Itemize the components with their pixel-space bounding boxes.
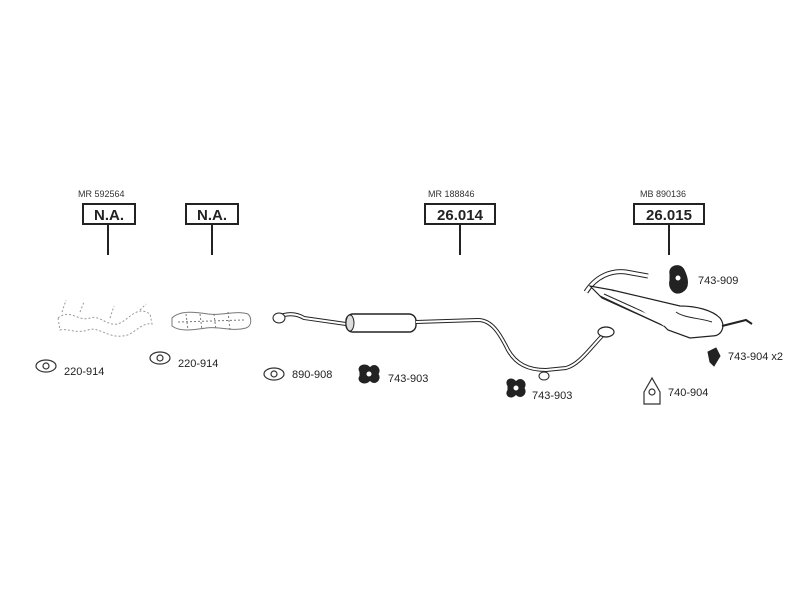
- leader-line-4: [668, 225, 670, 255]
- part-number-label-6: 743-909: [698, 275, 739, 287]
- part-number-label-8: 740-904: [668, 387, 709, 399]
- assembly-code-box-4[interactable]: 26.015: [633, 203, 705, 225]
- part-number-label-2: 220-914: [178, 358, 219, 370]
- part-number-label-7: 743-904 x2: [728, 351, 784, 363]
- front-manifold-pipe[interactable]: [57, 299, 153, 337]
- part-number-label-3: 890-908: [292, 369, 333, 381]
- leader-line-2: [211, 225, 213, 255]
- assembly-ref-3: MR 188846: [428, 189, 475, 199]
- gasket-icon[interactable]: [35, 351, 285, 381]
- bracket-icon[interactable]: [643, 376, 661, 405]
- assembly-code-box-2[interactable]: N.A.: [185, 203, 239, 225]
- leader-line-3: [459, 225, 461, 255]
- assembly-code-box-1[interactable]: N.A.: [82, 203, 136, 225]
- leader-line-1: [107, 225, 109, 255]
- part-number-label-4: 743-903: [388, 373, 429, 385]
- assembly-ref-1: MR 592564: [78, 189, 125, 199]
- intermediate-pipe-silencer[interactable]: [272, 312, 615, 381]
- rear-silencer[interactable]: [583, 269, 753, 339]
- assembly-ref-4: MB 890136: [640, 189, 687, 199]
- part-number-label-1: 220-914: [64, 366, 105, 378]
- part-number-label-5: 743-903: [532, 390, 573, 402]
- rubber-mount-icon[interactable]: [358, 265, 721, 398]
- catalytic-section[interactable]: [171, 311, 252, 331]
- assembly-code-box-3[interactable]: 26.014: [424, 203, 496, 225]
